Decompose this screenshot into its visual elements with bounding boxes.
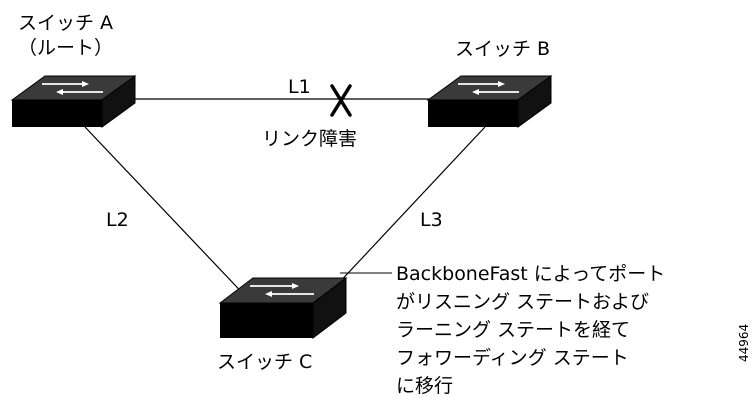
annotation-text: BackboneFast によってポート がリスニング ステートおよび ラーニン…	[396, 263, 665, 397]
switch-b-label: スイッチ B	[455, 38, 550, 60]
annotation-line-4: フォワーディング ステート	[396, 347, 629, 369]
link-l1-label: L1	[288, 76, 311, 98]
link-failure-mark	[330, 84, 352, 117]
link-l3	[334, 126, 486, 288]
switch-a-role: （ルート）	[18, 37, 113, 59]
switch-a-icon	[10, 75, 137, 128]
switch-a-label: スイッチ A	[18, 12, 113, 34]
annotation-line-3: ラーニング ステートを経て	[396, 319, 630, 341]
link-l2	[84, 126, 253, 304]
annotation-line-2: がリスニング ステートおよび	[396, 291, 649, 313]
link-l2-label: L2	[106, 209, 129, 231]
figure-id: 44964	[737, 324, 751, 362]
annotation-line-5: に移行	[396, 375, 453, 397]
switch-c-icon	[218, 276, 348, 340]
switch-b-icon	[426, 75, 553, 128]
annotation-line-1: BackboneFast によってポート	[396, 263, 665, 285]
link-l3-label: L3	[420, 209, 443, 231]
switch-c-label: スイッチ C	[217, 351, 312, 373]
link-failure-label: リンク障害	[262, 128, 357, 150]
